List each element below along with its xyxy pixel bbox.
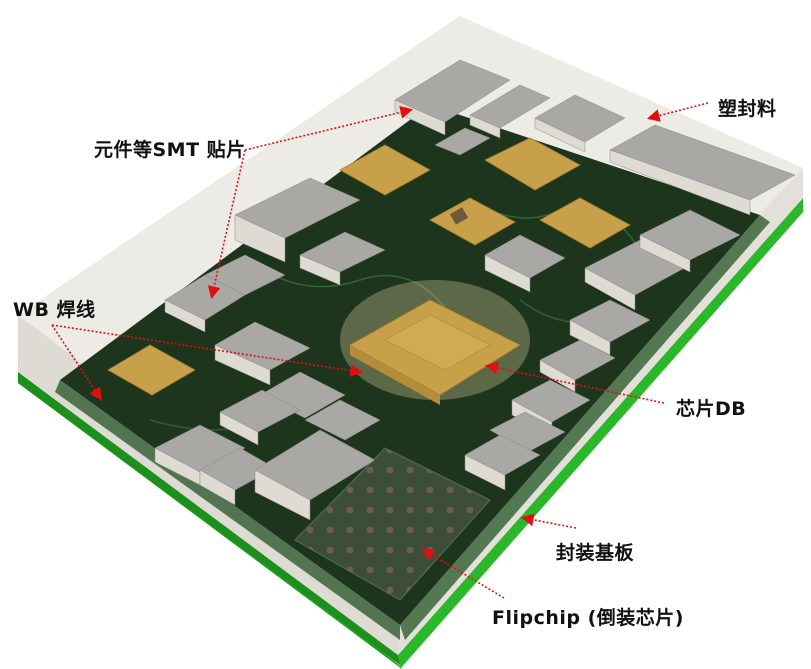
gold-dies [107, 137, 631, 396]
label-mold-compound: 塑封料 [718, 98, 777, 120]
main-die-db [340, 280, 530, 405]
annotation-arrows [51, 102, 709, 599]
flipchip [294, 447, 491, 601]
label-smt-components: 元件等SMT 贴片 [94, 139, 246, 161]
smt-components [154, 59, 796, 521]
label-die-bond: 芯片DB [676, 398, 747, 420]
label-wire-bond: WB 焊线 [13, 299, 96, 321]
label-flipchip: Flipchip (倒装芯片) [492, 607, 684, 629]
label-substrate: 封装基板 [556, 542, 635, 564]
substrate [18, 198, 803, 669]
